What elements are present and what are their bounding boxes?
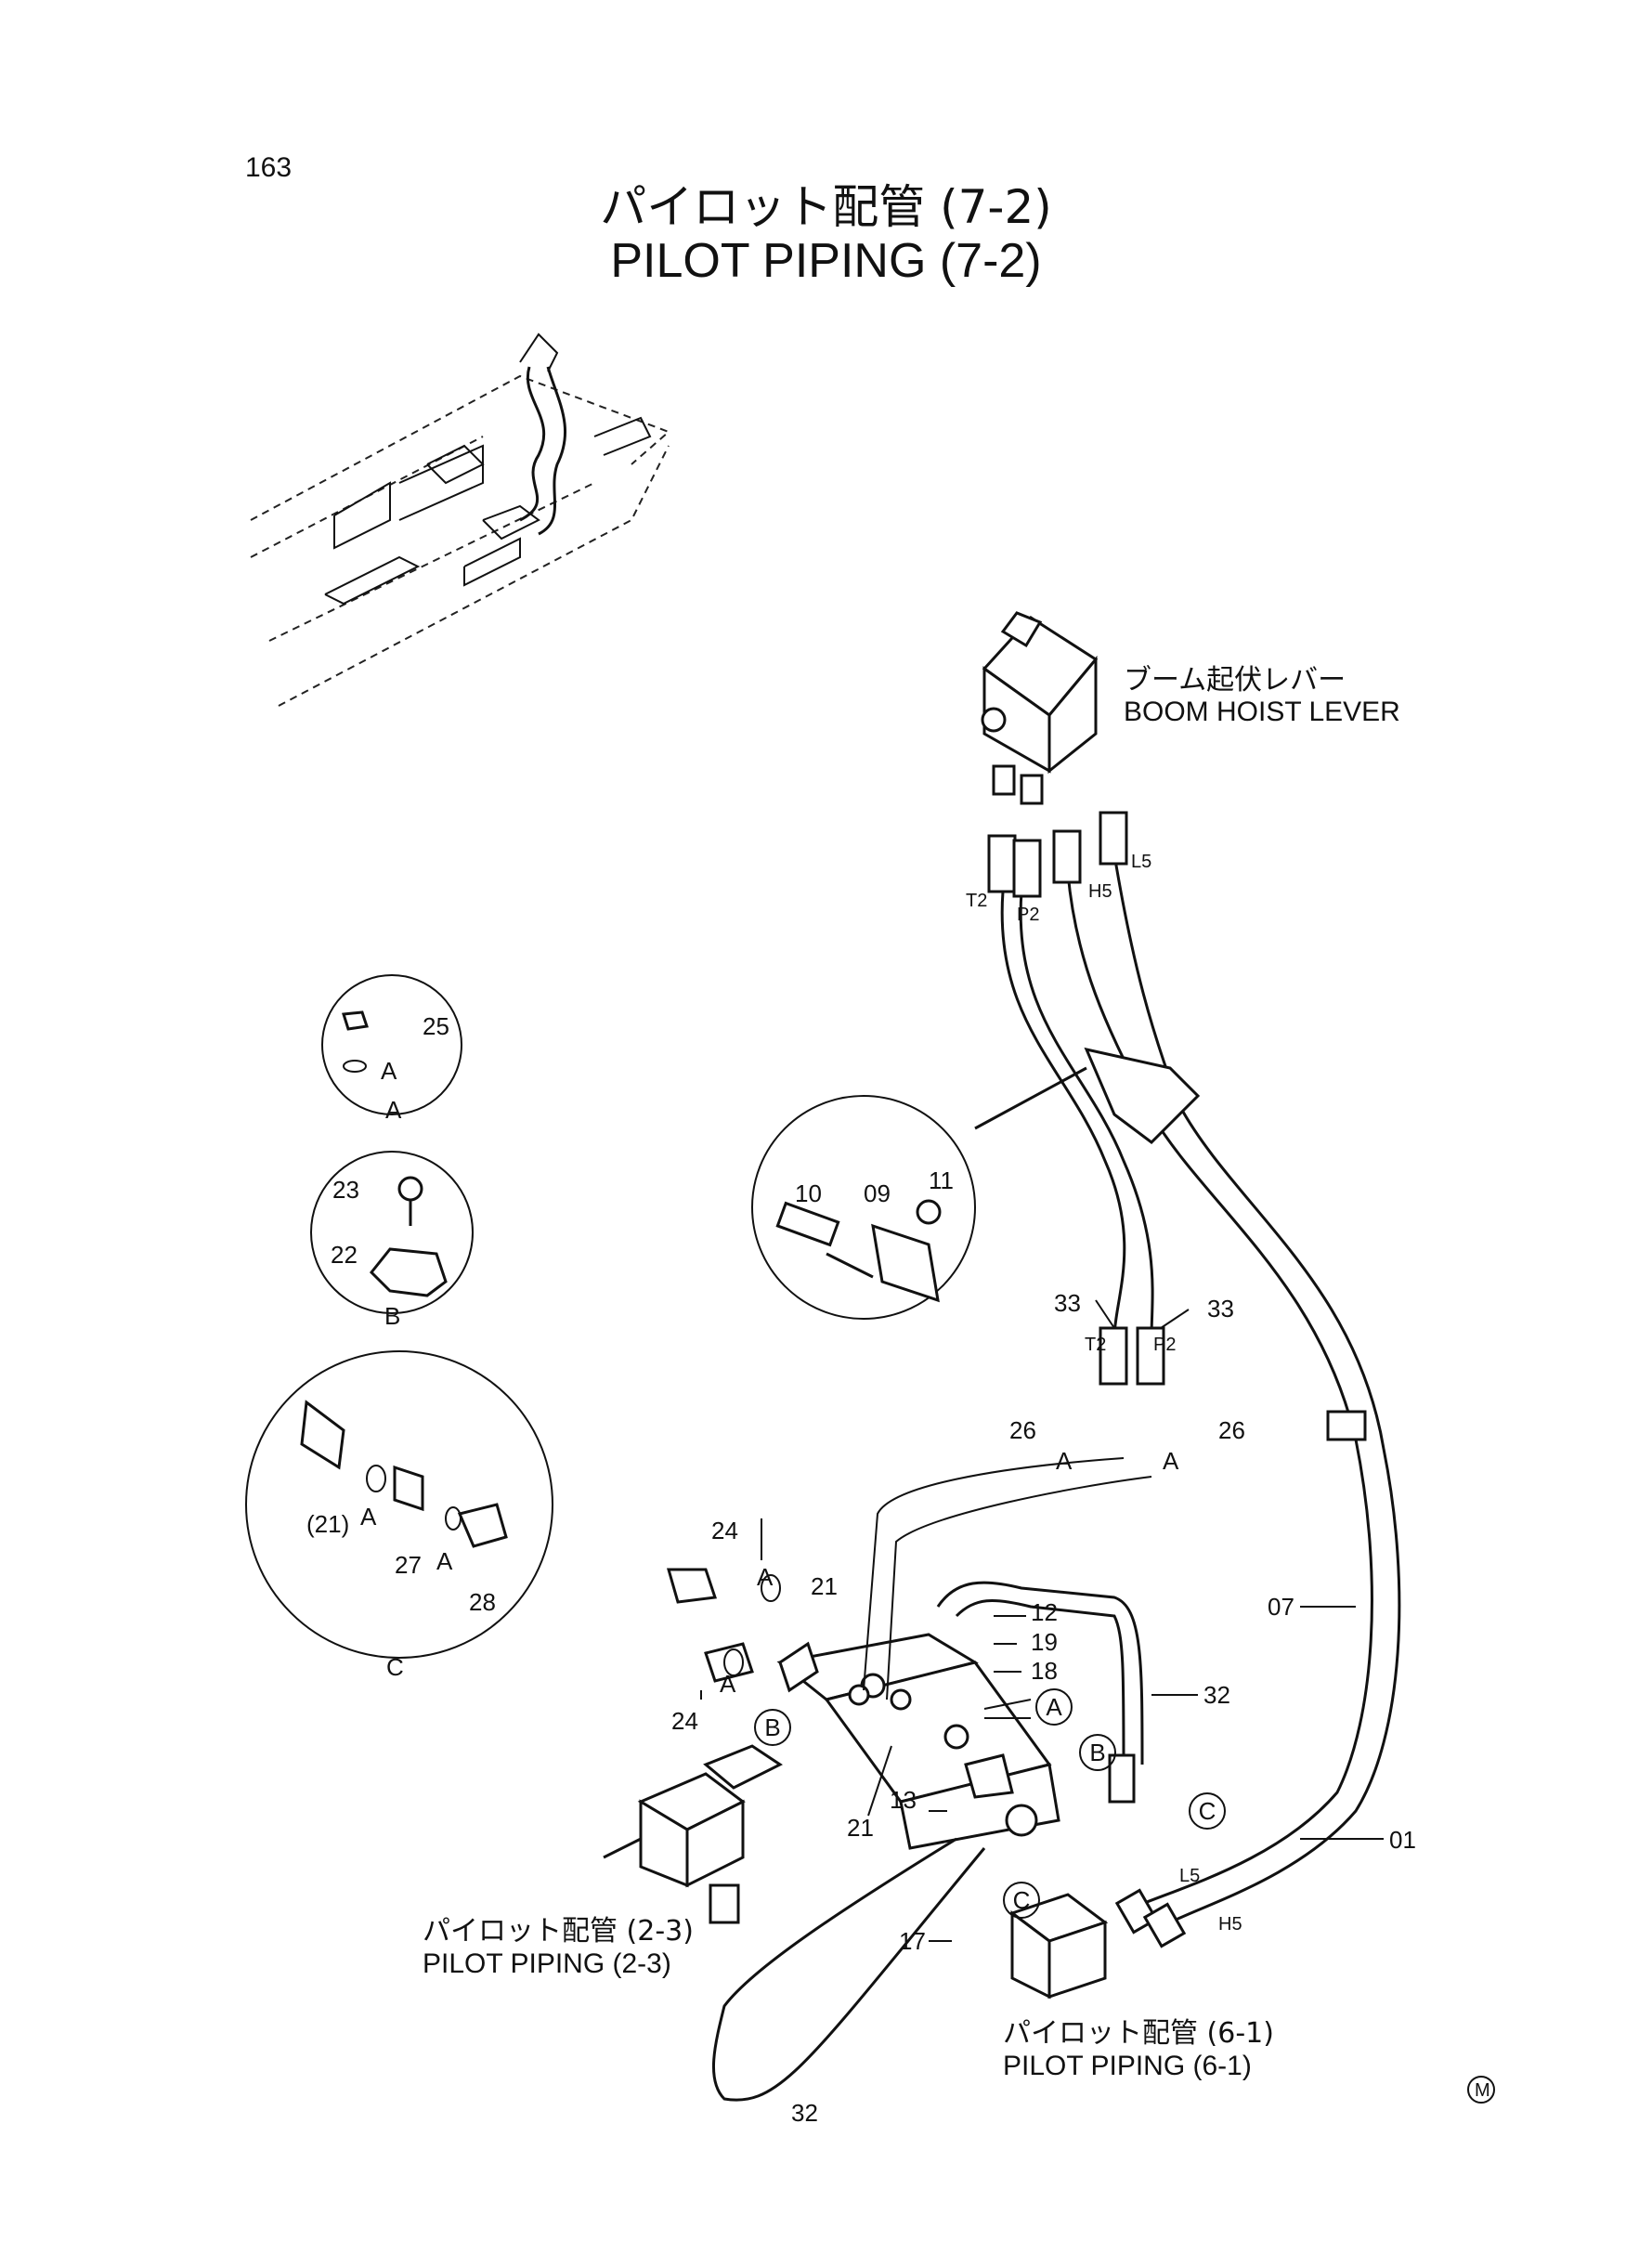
part-number-21-bottom: 21 bbox=[847, 1814, 874, 1842]
detail-circle-c bbox=[245, 1350, 553, 1659]
part-number-24-bottom: 24 bbox=[671, 1707, 698, 1735]
part-number-09: 09 bbox=[864, 1179, 891, 1207]
control-valve-2-3 bbox=[603, 1744, 783, 1888]
clamp-detail-circle bbox=[751, 1066, 1087, 1320]
part-number-24-top: 24 bbox=[711, 1517, 738, 1544]
circled-letter-b-left: B bbox=[754, 1709, 791, 1746]
page-title-japanese: パイロット配管 (7-2) bbox=[600, 180, 1052, 234]
part-number-01: 01 bbox=[1389, 1826, 1416, 1854]
port-label-h5-lower: H5 bbox=[1218, 1914, 1242, 1935]
circled-letter-b-right: B bbox=[1079, 1734, 1116, 1771]
part-number-17: 17 bbox=[899, 1927, 926, 1955]
detail-label-b: B bbox=[384, 1302, 401, 1330]
part-number-27: 27 bbox=[395, 1551, 422, 1579]
callout-a-24-top: A bbox=[757, 1563, 774, 1591]
machine-overview-illustration bbox=[250, 332, 670, 707]
manufacturer-mark-circle bbox=[1467, 2076, 1495, 2104]
part-number-18: 18 bbox=[1031, 1657, 1058, 1685]
detail-circle-a bbox=[321, 974, 462, 1115]
part-number-32-bottom: 32 bbox=[791, 2099, 818, 2127]
part-number-26-left: 26 bbox=[1009, 1416, 1036, 1444]
part-number-28: 28 bbox=[469, 1588, 496, 1616]
boom-hoist-lever-illustration bbox=[981, 611, 1099, 805]
callout-a-24-bottom: A bbox=[720, 1670, 736, 1698]
part-number-21-top: 21 bbox=[811, 1572, 838, 1600]
control-valve-6-1 bbox=[1008, 1888, 1187, 2000]
pilot-hoses bbox=[987, 811, 1401, 1924]
port-label-l5-lower: L5 bbox=[1179, 1866, 1201, 1886]
circled-letter-c-bottom: C bbox=[1003, 1882, 1040, 1919]
part-number-33-left: 33 bbox=[1054, 1289, 1081, 1317]
boom-lever-label-japanese: ブーム起伏レバー bbox=[1124, 664, 1346, 697]
circled-letter-a: A bbox=[1035, 1688, 1073, 1726]
ref-pilot-6-1: PILOT PIPING (6-1) bbox=[1003, 2051, 1252, 2081]
detail-label-a: A bbox=[385, 1096, 402, 1124]
part-number-12: 12 bbox=[1031, 1598, 1058, 1626]
port-label-p2-lower: P2 bbox=[1153, 1335, 1177, 1355]
callout-a-circle-c-1: A bbox=[360, 1503, 377, 1531]
part-number-23: 23 bbox=[332, 1176, 359, 1204]
part-number-19: 19 bbox=[1031, 1628, 1058, 1656]
page-number: 163 bbox=[245, 152, 293, 183]
port-label-h5: H5 bbox=[1088, 881, 1112, 902]
leader-lines bbox=[700, 1299, 1384, 1942]
part-number-33-right: 33 bbox=[1207, 1295, 1234, 1322]
part-number-26-right: 26 bbox=[1218, 1416, 1245, 1444]
part-number-10: 10 bbox=[795, 1179, 822, 1207]
circled-letter-c-right: C bbox=[1189, 1792, 1226, 1830]
callout-a-26-left: A bbox=[1056, 1447, 1073, 1475]
part-number-07: 07 bbox=[1268, 1593, 1294, 1621]
part-number-11: 11 bbox=[929, 1166, 954, 1194]
port-label-p2: P2 bbox=[1017, 905, 1040, 925]
ref-pilot-2-3-japanese: パイロット配管 (2-3) bbox=[423, 1915, 694, 1948]
callout-a-26-right: A bbox=[1163, 1447, 1179, 1475]
page-title: PILOT PIPING (7-2) bbox=[610, 234, 1042, 288]
ref-pilot-2-3: PILOT PIPING (2-3) bbox=[423, 1948, 671, 1979]
part-number-25: 25 bbox=[423, 1012, 449, 1040]
callout-a-circle-a: A bbox=[381, 1057, 397, 1085]
part-number-21-paren: (21) bbox=[306, 1510, 350, 1538]
part-number-22: 22 bbox=[331, 1241, 358, 1269]
boom-lever-label: BOOM HOIST LEVER bbox=[1124, 697, 1400, 727]
port-label-t2: T2 bbox=[966, 891, 988, 911]
port-label-t2-lower: T2 bbox=[1085, 1335, 1107, 1355]
manufacturer-mark: M bbox=[1475, 2080, 1490, 2101]
detail-circle-b bbox=[310, 1151, 474, 1314]
ref-pilot-6-1-japanese: パイロット配管 (6-1) bbox=[1003, 2017, 1274, 2050]
part-number-32-right: 32 bbox=[1203, 1681, 1230, 1709]
callout-a-circle-c-2: A bbox=[436, 1547, 453, 1575]
pilot-valve-block bbox=[667, 1568, 1060, 1850]
part-number-13: 13 bbox=[890, 1786, 917, 1814]
port-label-l5: L5 bbox=[1131, 852, 1152, 872]
pilot-lines bbox=[709, 1457, 1152, 2102]
detail-label-c: C bbox=[386, 1653, 404, 1681]
